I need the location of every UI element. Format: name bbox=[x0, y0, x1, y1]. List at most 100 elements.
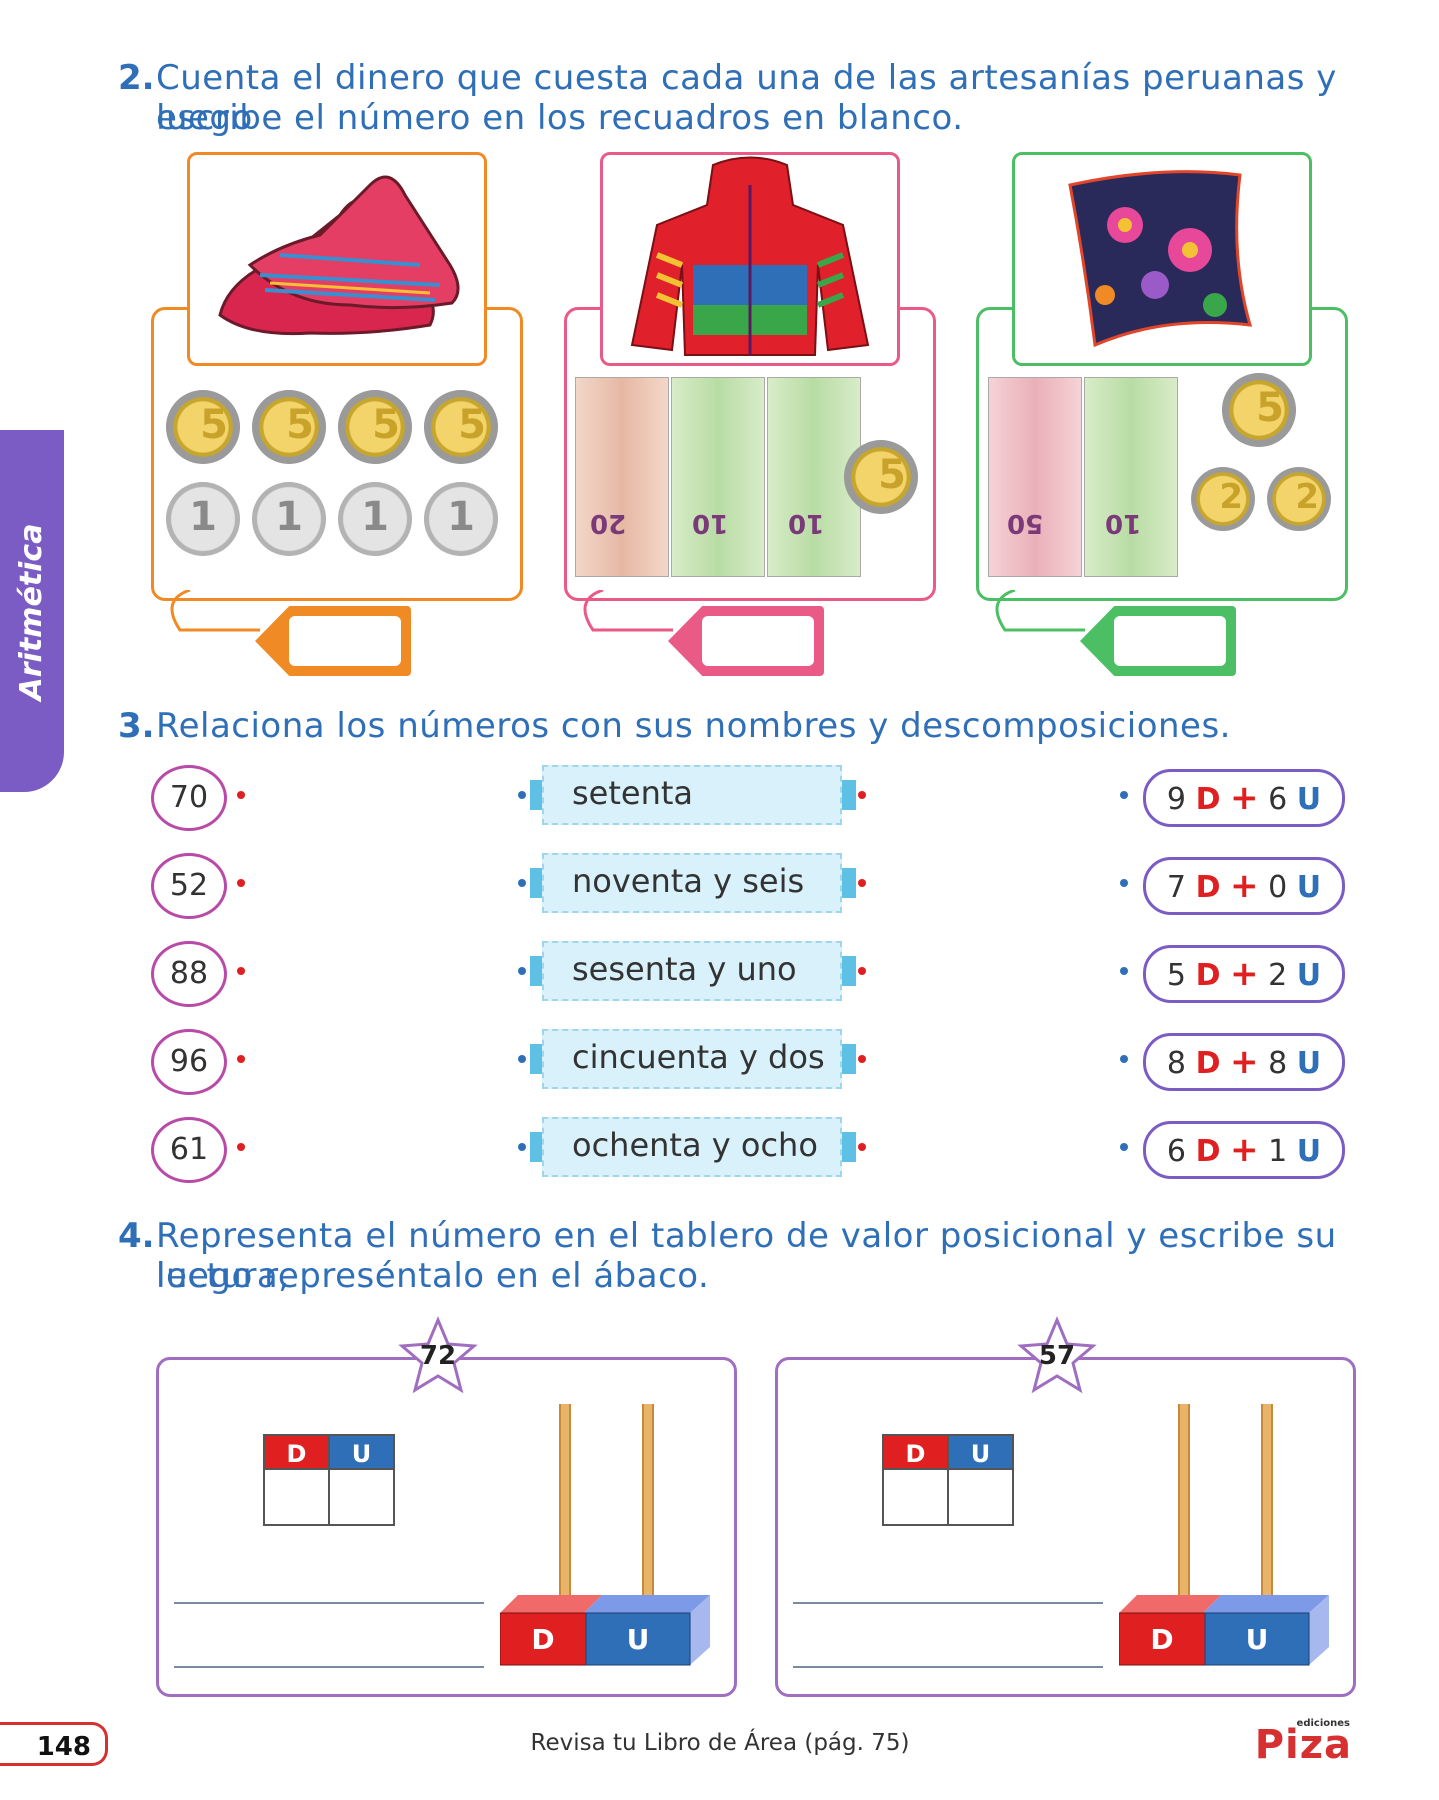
match-dot[interactable] bbox=[858, 879, 866, 887]
match-dot[interactable] bbox=[858, 791, 866, 799]
star-badge-icon bbox=[398, 1316, 478, 1394]
match-dot[interactable] bbox=[1120, 791, 1128, 799]
writing-line[interactable] bbox=[174, 1602, 484, 1604]
word-tab bbox=[530, 1044, 544, 1074]
match-dot[interactable] bbox=[518, 1055, 526, 1063]
coin-5-icon: 5 bbox=[166, 390, 240, 464]
pillow-image-box bbox=[1012, 152, 1312, 366]
shoe-image-box bbox=[187, 152, 487, 366]
brand-logo: Piza bbox=[1254, 1722, 1352, 1768]
number-circle: 70 bbox=[151, 765, 227, 831]
match-dot[interactable] bbox=[1120, 967, 1128, 975]
word-tab bbox=[842, 1132, 856, 1162]
pillow-price-tag[interactable] bbox=[1080, 606, 1236, 676]
abacus-rod-d[interactable] bbox=[559, 1404, 571, 1610]
pv-header-u: U bbox=[947, 1434, 1014, 1470]
coin-5-icon: 5 bbox=[338, 390, 412, 464]
coin-5-icon: 5 bbox=[252, 390, 326, 464]
coin-1-icon: 1 bbox=[338, 482, 412, 556]
number-circle: 52 bbox=[151, 853, 227, 919]
match-dot[interactable] bbox=[858, 1055, 866, 1063]
match-dot[interactable] bbox=[1120, 1055, 1128, 1063]
coin-5-icon: 5 bbox=[424, 390, 498, 464]
shoe-tag-string bbox=[170, 590, 260, 632]
word-tab bbox=[530, 780, 544, 810]
question-3-number: 3. bbox=[118, 706, 155, 746]
coin-5-icon: 5 bbox=[844, 440, 918, 514]
match-dot[interactable] bbox=[237, 1143, 245, 1151]
word-tab bbox=[842, 780, 856, 810]
jacket-tag-string bbox=[583, 590, 673, 632]
question-2-line1: Cuenta el dinero que cuesta cada una de … bbox=[156, 58, 1337, 138]
panel-number: 72 bbox=[419, 1341, 457, 1371]
match-dot[interactable] bbox=[1120, 1143, 1128, 1151]
bill-20-icon: 20 bbox=[575, 377, 669, 577]
match-dot[interactable] bbox=[518, 791, 526, 799]
abacus-rod-u[interactable] bbox=[1261, 1404, 1273, 1610]
bill-10-icon: 10 bbox=[1084, 377, 1178, 577]
word-tab bbox=[842, 868, 856, 898]
decomposition-pill: 8 D + 8 U bbox=[1143, 1033, 1345, 1091]
jacket-image bbox=[630, 156, 870, 356]
writing-line[interactable] bbox=[793, 1602, 1103, 1604]
jacket-price-tag[interactable] bbox=[668, 606, 824, 676]
writing-line[interactable] bbox=[793, 1666, 1103, 1668]
match-dot[interactable] bbox=[518, 879, 526, 887]
abacus-label-u: U bbox=[626, 1623, 650, 1656]
abacus-base bbox=[500, 1595, 710, 1666]
word-tab bbox=[530, 1132, 544, 1162]
match-dot[interactable] bbox=[518, 967, 526, 975]
question-4-number: 4. bbox=[118, 1216, 155, 1256]
pv-cell-d[interactable] bbox=[263, 1468, 330, 1526]
coin-1-icon: 1 bbox=[424, 482, 498, 556]
shoe-image bbox=[218, 175, 460, 336]
abacus-rod-u[interactable] bbox=[642, 1404, 654, 1610]
side-tab-label: Aritmética bbox=[14, 523, 49, 701]
shoe-price-tag[interactable] bbox=[255, 606, 411, 676]
pv-cell-u[interactable] bbox=[947, 1468, 1014, 1526]
footer-note: Revisa tu Libro de Área (pág. 75) bbox=[530, 1730, 910, 1756]
coin-2-icon: 2 bbox=[1191, 467, 1255, 531]
question-2-line2: escribe el número en los recuadros en bl… bbox=[156, 98, 964, 138]
match-dot[interactable] bbox=[518, 1143, 526, 1151]
match-dot[interactable] bbox=[237, 791, 245, 799]
pillow-tag-string bbox=[995, 590, 1085, 632]
number-circle: 61 bbox=[151, 1117, 227, 1183]
match-dot[interactable] bbox=[858, 1143, 866, 1151]
word-label: sesenta y uno bbox=[542, 941, 842, 1001]
word-label: cincuenta y dos bbox=[542, 1029, 842, 1089]
decomposition-pill: 5 D + 2 U bbox=[1143, 945, 1345, 1003]
word-label: ochenta y ocho bbox=[542, 1117, 842, 1177]
side-tab bbox=[0, 430, 64, 792]
panel-number: 57 bbox=[1038, 1341, 1076, 1371]
question-2-number: 2. bbox=[118, 58, 155, 98]
match-dot[interactable] bbox=[237, 879, 245, 887]
page-number: 148 bbox=[0, 1722, 108, 1766]
word-label: noventa y seis bbox=[542, 853, 842, 913]
abacus-rod-d[interactable] bbox=[1178, 1404, 1190, 1610]
word-tab bbox=[530, 868, 544, 898]
question-4-line1: Representa el número en el tablero de va… bbox=[156, 1216, 1337, 1296]
word-tab bbox=[842, 1044, 856, 1074]
match-dot[interactable] bbox=[1120, 879, 1128, 887]
decomposition-pill: 9 D + 6 U bbox=[1143, 769, 1345, 827]
pv-cell-d[interactable] bbox=[882, 1468, 949, 1526]
decomposition-pill: 6 D + 1 U bbox=[1143, 1121, 1345, 1179]
pillow-image bbox=[1068, 170, 1253, 348]
word-tab bbox=[530, 956, 544, 986]
abacus-base bbox=[1119, 1595, 1329, 1666]
writing-line[interactable] bbox=[174, 1666, 484, 1668]
match-dot[interactable] bbox=[237, 967, 245, 975]
abacus-label-u: U bbox=[1245, 1623, 1269, 1656]
bill-50-icon: 50 bbox=[988, 377, 1082, 577]
coin-1-icon: 1 bbox=[166, 482, 240, 556]
word-label: setenta bbox=[542, 765, 842, 825]
match-dot[interactable] bbox=[237, 1055, 245, 1063]
question-3-text: Relaciona los números con sus nombres y … bbox=[156, 706, 1231, 746]
pv-cell-u[interactable] bbox=[328, 1468, 395, 1526]
abacus-label-d: D bbox=[531, 1623, 555, 1656]
star-badge-icon bbox=[1017, 1316, 1097, 1394]
pv-header-d: D bbox=[263, 1434, 330, 1470]
match-dot[interactable] bbox=[858, 967, 866, 975]
number-circle: 96 bbox=[151, 1029, 227, 1095]
